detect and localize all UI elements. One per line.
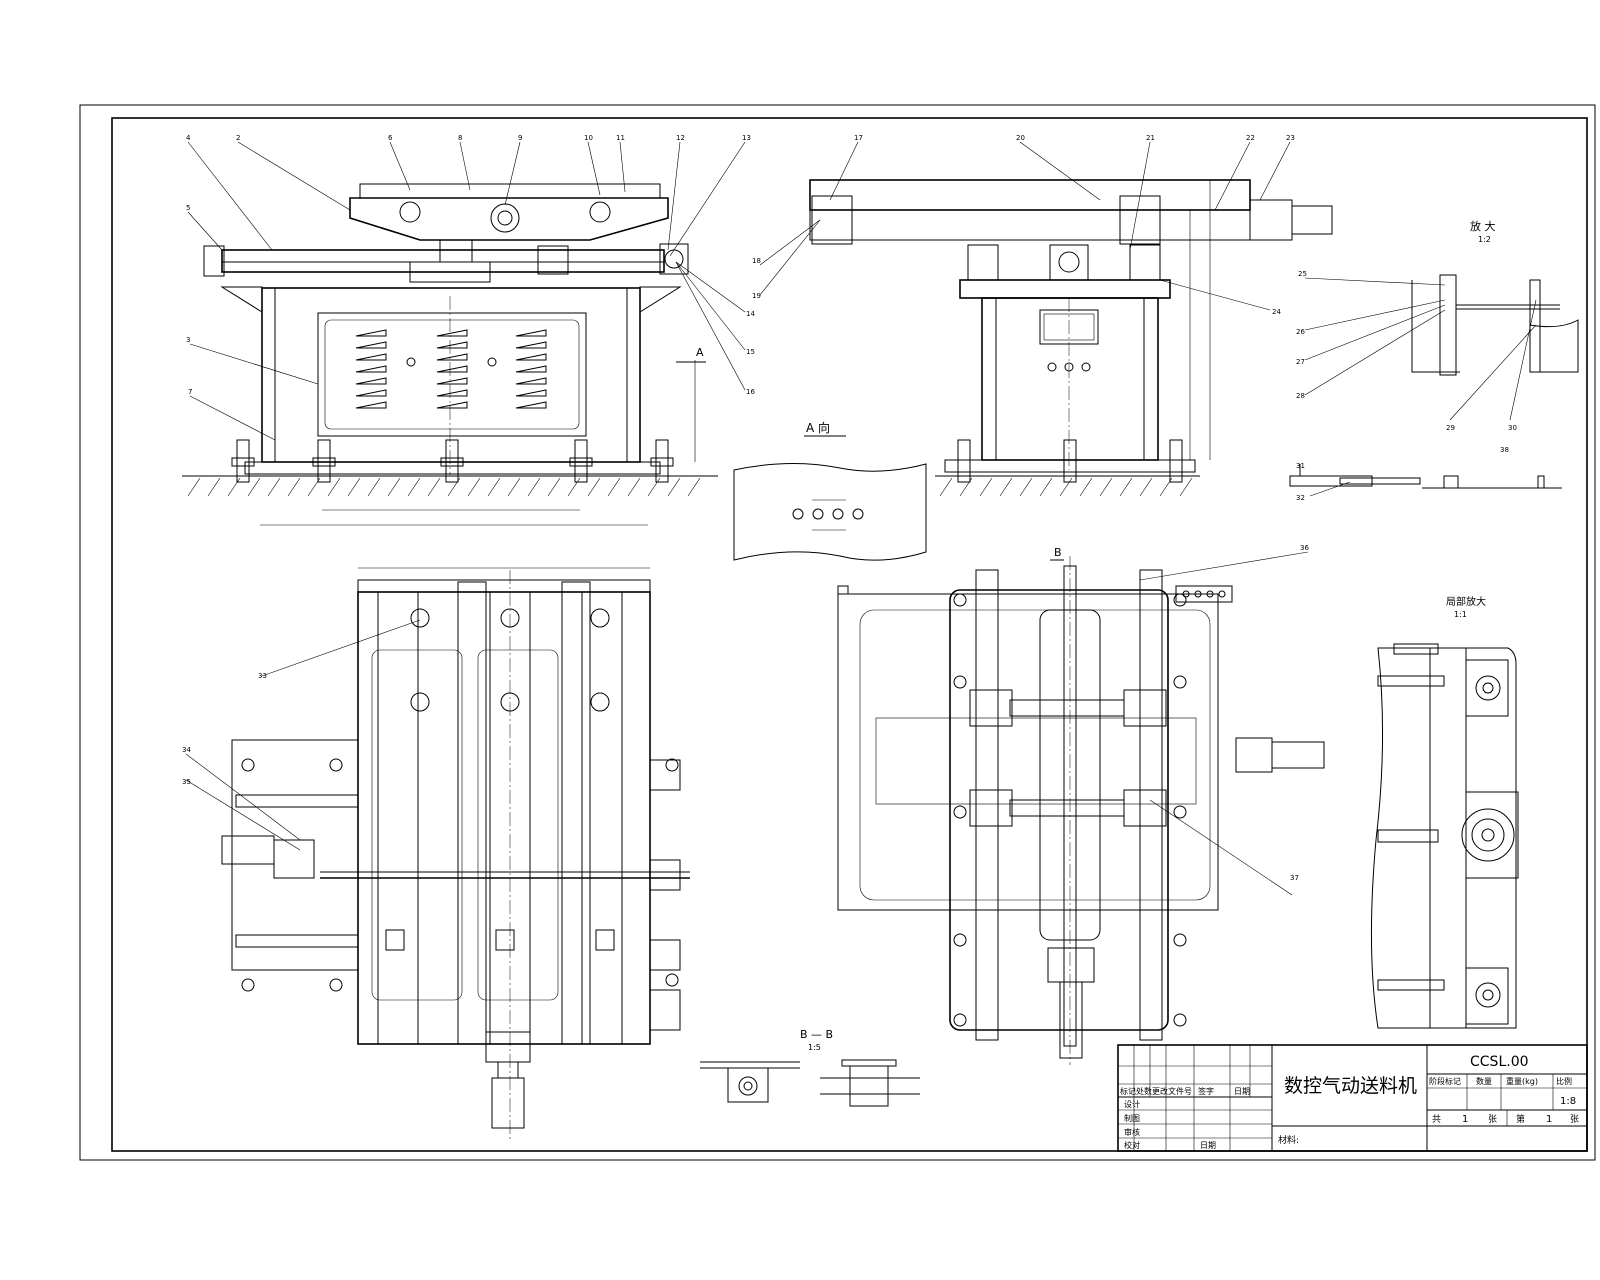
louvers-right [515,329,547,409]
balloon-33: 33 [258,672,267,680]
balloon-26: 26 [1296,328,1305,336]
balloon-19: 19 [752,292,761,300]
balloon-22: 22 [1246,134,1255,142]
tb-scale-value: 1:8 [1560,1096,1576,1107]
top-view-right: B [837,546,1325,1065]
balloon-28: 28 [1296,392,1305,400]
leader-lines [185,141,1537,896]
balloon-27: 27 [1296,358,1305,366]
balloon-15: 15 [746,348,755,356]
outer-frame [79,104,1596,1161]
balloon-12: 12 [676,134,685,142]
tb-sheet-no: 1 [1546,1114,1552,1125]
balloon-13: 13 [742,134,751,142]
balloon-6: 6 [388,134,393,142]
drawing-number: CCSL.00 [1470,1054,1529,1070]
detail-top-scale: 1:2 [1478,235,1491,244]
detail-top-label: 放 大 [1470,219,1496,233]
balloon-38: 38 [1500,446,1509,454]
tb-header-sign: 签字 [1198,1086,1214,1096]
balloon-23: 23 [1286,134,1295,142]
tb-sheets-total: 1 [1462,1114,1468,1125]
side-view [809,179,1333,497]
balloon-37: 37 [1290,874,1299,882]
balloon-10: 10 [584,134,593,142]
view-a-detail: A 向 [733,420,927,561]
tb-role-design: 设计 [1124,1099,1140,1109]
tb-sheet-no-unit: 张 [1570,1114,1579,1125]
tb-header-change-doc: 更改文件号 [1152,1086,1192,1096]
louvers-mid [436,329,468,409]
balloon-29: 29 [1446,424,1455,432]
section-bb: B — B 1:5 [700,1028,920,1107]
balloon-3: 3 [186,336,190,344]
tb-role-draw: 制图 [1124,1113,1140,1123]
top-view-left [221,567,690,1140]
tb-header-count: 处数 [1136,1086,1152,1096]
balloon-31: 31 [1296,462,1305,470]
tb-stage-mark: 阶段标记 [1429,1076,1461,1086]
front-view: A [182,183,718,526]
detail-top-right: 放 大 1:2 [1289,219,1579,489]
tb-role-review: 审核 [1124,1127,1140,1137]
balloon-20: 20 [1016,134,1025,142]
ground-hatch [187,477,701,497]
tb-sheet-unit: 张 [1488,1114,1497,1125]
view-a-marker-front: A [696,346,704,359]
tb-stage-weight: 重量(kg) [1506,1076,1538,1086]
balloon-7: 7 [188,388,192,396]
section-bb-scale: 1:5 [808,1043,821,1052]
detail-right: 局部放大 1:1 [1370,595,1519,1029]
balloon-16: 16 [746,388,755,396]
foot-bolts [231,439,674,483]
detail-right-label: 局部放大 [1446,595,1486,608]
material-label: 材料: [1278,1134,1299,1146]
balloon-17: 17 [854,134,863,142]
drawing-title: 数控气动送料机 [1284,1075,1417,1097]
balloon-24: 24 [1272,308,1281,316]
detail-right-scale: 1:1 [1454,610,1467,619]
balloons: 4 2 3 7 5 6 8 9 10 11 12 13 14 15 16 17 … [182,134,1517,882]
balloon-2: 2 [236,134,240,142]
balloon-36: 36 [1300,544,1309,552]
tb-role-date: 日期 [1200,1141,1216,1150]
balloon-18: 18 [752,257,761,265]
view-a-label: A 向 [806,420,830,435]
balloon-11: 11 [616,134,625,142]
inner-frame [111,117,1588,1152]
section-bb-label: B — B [800,1028,833,1041]
balloon-21: 21 [1146,134,1155,142]
tb-stage-scale: 比例 [1556,1076,1572,1086]
balloon-8: 8 [458,134,462,142]
tb-sheet-no-label: 第 [1516,1113,1525,1125]
louvers-left [355,329,387,409]
ground-hatch-side [939,477,1193,497]
balloon-5: 5 [186,204,190,212]
balloon-32: 32 [1296,494,1305,502]
tb-header-date: 日期 [1234,1087,1250,1096]
view-b-marker: B [1054,546,1062,559]
balloon-34: 34 [182,746,191,754]
balloon-4: 4 [186,134,191,142]
tb-header-mark: 标记 [1120,1086,1136,1096]
balloon-25: 25 [1298,270,1307,278]
balloon-9: 9 [518,134,522,142]
balloon-30: 30 [1508,424,1517,432]
tb-sheets-total-label: 共 [1432,1114,1441,1125]
tb-stage-qty: 数量 [1476,1076,1492,1086]
title-block: 标记 处数 更改文件号 签字 日期 设计 制图 审核 校对 日期 数控气动送料机… [1117,1044,1588,1152]
balloon-35: 35 [182,778,191,786]
balloon-14: 14 [746,310,755,318]
tb-role-check: 校对 [1124,1140,1140,1150]
